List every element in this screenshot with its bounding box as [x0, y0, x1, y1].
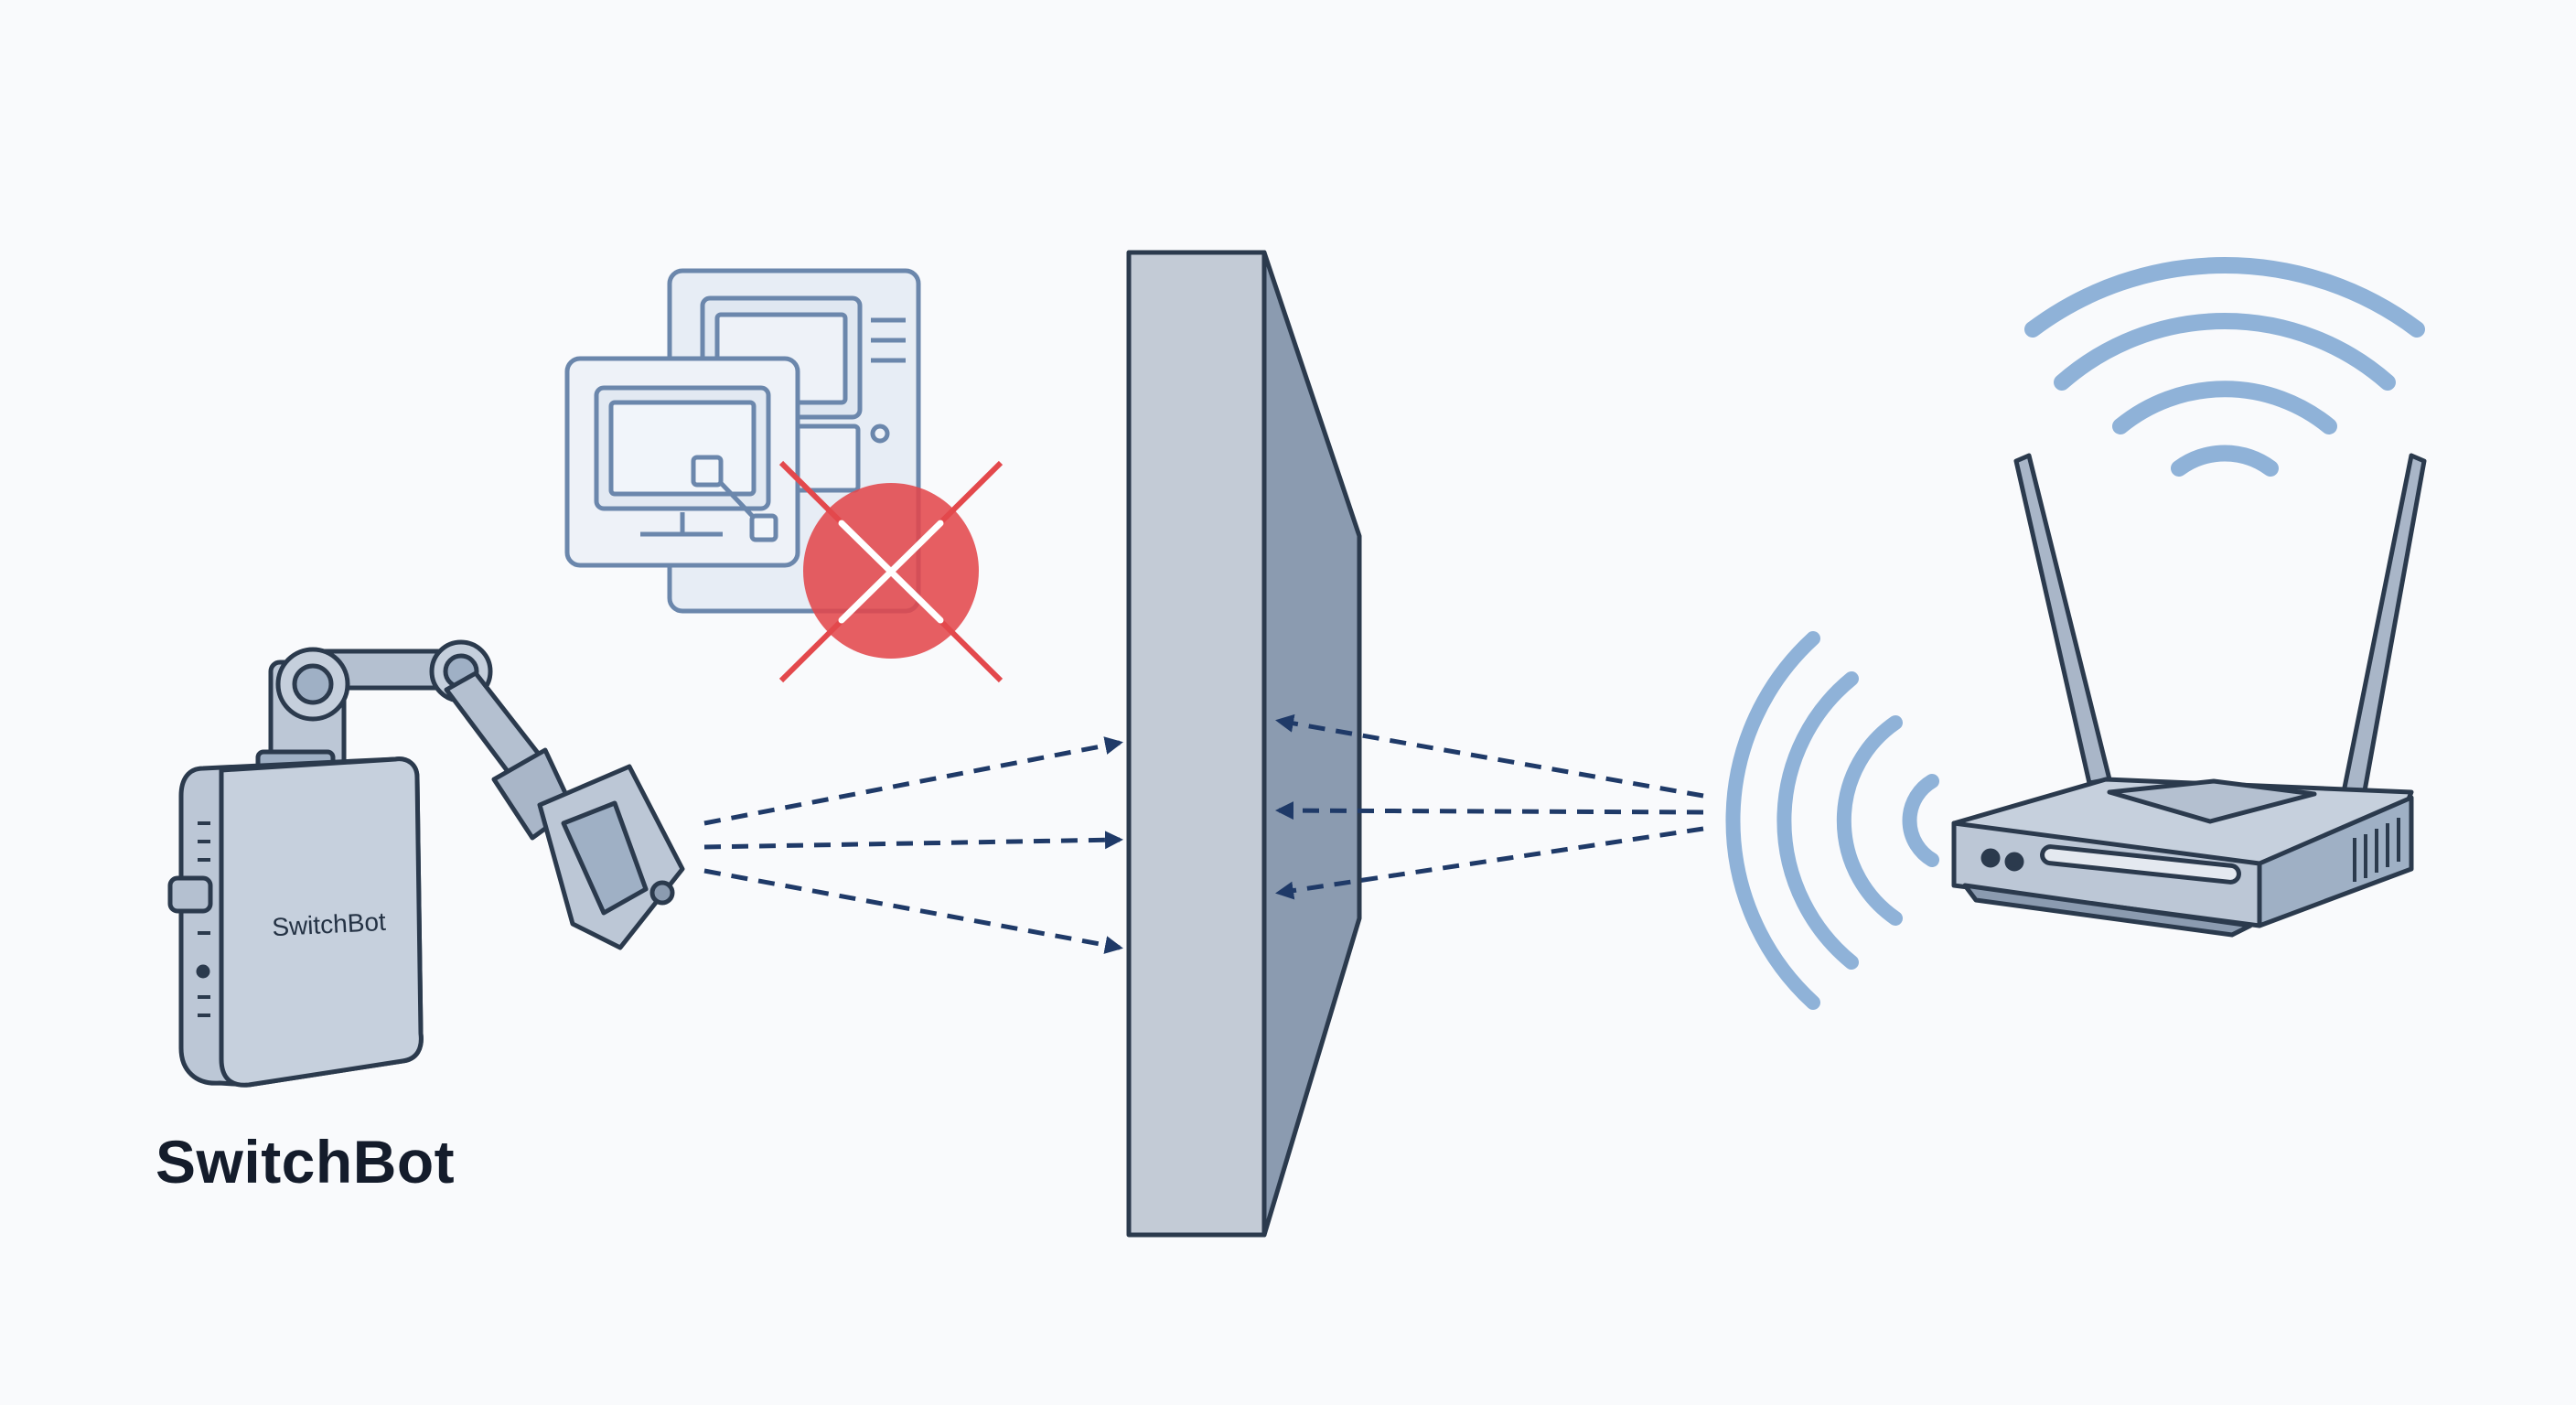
arrow-down-right [1275, 826, 1704, 900]
router-antenna-left [2013, 453, 2112, 786]
signal-arrows-left [703, 736, 1123, 954]
signal-arrows-right [1275, 713, 1704, 900]
arrow-mid-left [703, 831, 1123, 850]
wifi-router [1951, 453, 2427, 938]
device-caption: SwitchBot [156, 1128, 456, 1196]
wall-side [1261, 250, 1362, 1238]
arrow-mid-right [1275, 801, 1704, 820]
arrow-up-right [1275, 713, 1704, 799]
robot-arm-icon [268, 639, 685, 950]
router-antenna-right [2341, 453, 2427, 799]
wall-front [1126, 250, 1267, 1238]
switchbot-body [167, 749, 424, 1088]
switchbot-device: SwitchBot [167, 639, 685, 1088]
arrow-down-left [703, 868, 1123, 954]
device-body-label: SwitchBot [272, 907, 387, 941]
app-screens-icon [564, 268, 921, 614]
blocked-x-icon [778, 460, 1004, 683]
wifi-signal-icon [2024, 257, 2425, 477]
wifi-waves-side-icon [1725, 631, 1939, 1010]
wall-barrier [1126, 250, 1362, 1238]
arrow-up-left [703, 736, 1123, 826]
